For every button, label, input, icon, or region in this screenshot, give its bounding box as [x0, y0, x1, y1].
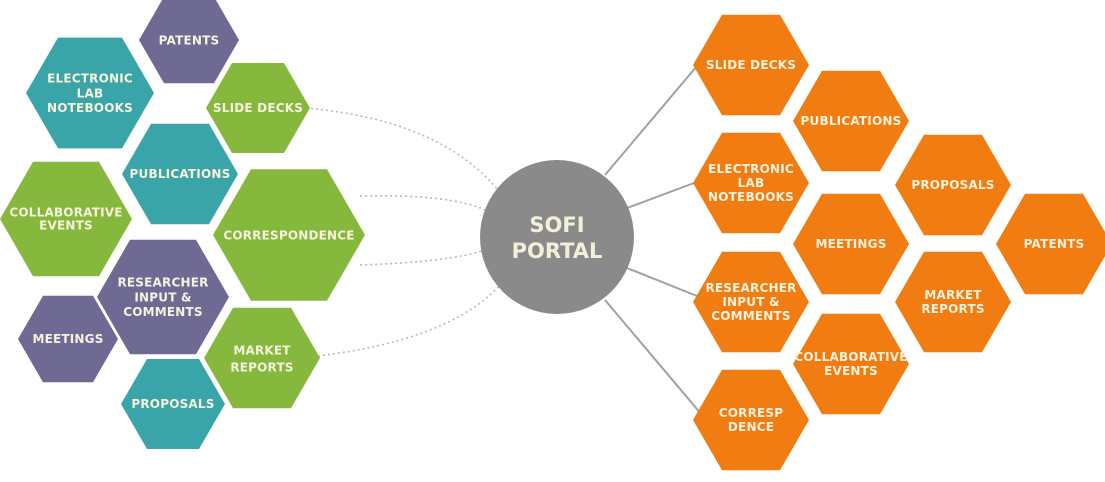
- hex-label: REPORTS: [230, 361, 293, 375]
- hex-shape: [121, 359, 225, 449]
- hex-shape: [693, 14, 809, 116]
- hex-shape: [693, 132, 809, 234]
- hex-shape: [26, 37, 154, 149]
- solid-connector: [626, 267, 703, 299]
- hex-shape: [996, 193, 1105, 295]
- solid-connector: [604, 59, 703, 176]
- right-hex-meetings: MEETINGS: [793, 193, 909, 295]
- hex-label: PUBLICATIONS: [801, 114, 902, 128]
- hex-shape: [97, 239, 229, 355]
- hex-label: PATENTS: [159, 33, 220, 47]
- hex-label: COMMENTS: [711, 309, 791, 323]
- hex-shape: [0, 161, 132, 277]
- hex-shape: [693, 251, 809, 353]
- dotted-connector: [305, 107, 499, 191]
- hex-shape: [793, 70, 909, 172]
- right-cluster: SLIDE DECKS PUBLICATIONS ELECTRONICLABNOTE…: [693, 14, 1105, 471]
- hex-label: COLLABORATIVE: [794, 350, 907, 364]
- hex-label: MARKET: [233, 344, 291, 358]
- hex-label: SLIDE DECKS: [706, 58, 796, 72]
- hex-label: LAB: [738, 176, 765, 190]
- hex-label: NOTEBOOKS: [47, 101, 133, 115]
- hex-shape: [895, 251, 1011, 353]
- hex-label: NOTEBOOKS: [708, 190, 794, 204]
- hex-label: REPORTS: [921, 302, 984, 316]
- left-hex-slide-decks: SLIDE DECKS: [206, 63, 310, 153]
- hex-shape: [139, 0, 239, 84]
- right-hex-proposals: PROPOSALS: [895, 134, 1011, 236]
- hex-label: COMMENTS: [123, 305, 203, 319]
- right-hex-slide-decks: SLIDE DECKS: [693, 14, 809, 116]
- right-hex-patents: PATENTS: [996, 193, 1105, 295]
- hex-label: EVENTS: [824, 364, 878, 378]
- hex-shape: [793, 313, 909, 415]
- hex-label: MARKET: [924, 288, 982, 302]
- hex-label: CORRESPONDENCE: [223, 228, 354, 242]
- hex-shape: [213, 169, 365, 301]
- connectors: [305, 59, 703, 416]
- left-hex-publications: PUBLICATIONS: [122, 123, 238, 225]
- hex-label: COLLABORATIVE: [9, 205, 122, 219]
- right-hex-publications: PUBLICATIONS: [793, 70, 909, 172]
- hex-shape: [895, 134, 1011, 236]
- left-hex-correspondence: CORRESPONDENCE: [213, 169, 365, 301]
- hex-label: INPUT &: [722, 295, 779, 309]
- hub-label: SOFI: [529, 213, 584, 237]
- hex-label: PUBLICATIONS: [130, 167, 231, 181]
- hex-label: EVENTS: [39, 219, 93, 233]
- hex-label: RESEARCHER: [705, 281, 796, 295]
- hub-circle: [480, 160, 634, 314]
- hex-shape: [18, 295, 118, 383]
- dotted-connector: [359, 249, 486, 266]
- hex-label: PROPOSALS: [131, 397, 214, 411]
- hex-label: CORRESP: [719, 406, 784, 420]
- hex-label: INPUT &: [134, 290, 191, 304]
- solid-connector: [626, 179, 703, 209]
- left-hex-proposals: PROPOSALS: [121, 359, 225, 449]
- dotted-connector: [359, 194, 486, 211]
- dotted-connector: [317, 284, 501, 357]
- hex-label: PATENTS: [1024, 237, 1085, 251]
- hex-shape: [793, 193, 909, 295]
- hex-label: LAB: [77, 86, 104, 100]
- left-hex-market-reports: MARKET REPORTS: [204, 307, 320, 409]
- solid-connector: [604, 299, 703, 416]
- hex-label: PROPOSALS: [911, 178, 994, 192]
- hex-label: MEETINGS: [815, 237, 886, 251]
- hex-shape: [204, 307, 320, 409]
- hex-shape: [206, 63, 310, 153]
- hex-label: ELECTRONIC: [708, 162, 794, 176]
- left-hex-patents: PATENTS: [139, 0, 239, 84]
- hex-label: ELECTRONIC: [47, 72, 133, 86]
- hex-label: RESEARCHER: [117, 276, 208, 290]
- left-hex-meetings: MEETINGS: [18, 295, 118, 383]
- hex-label: DENCE: [728, 420, 774, 434]
- hub-label: PORTAL: [512, 239, 603, 263]
- hex-label: MEETINGS: [32, 332, 103, 346]
- hex-label: SLIDE DECKS: [213, 101, 303, 115]
- hex-shape: [693, 369, 809, 471]
- hex-shape: [122, 123, 238, 225]
